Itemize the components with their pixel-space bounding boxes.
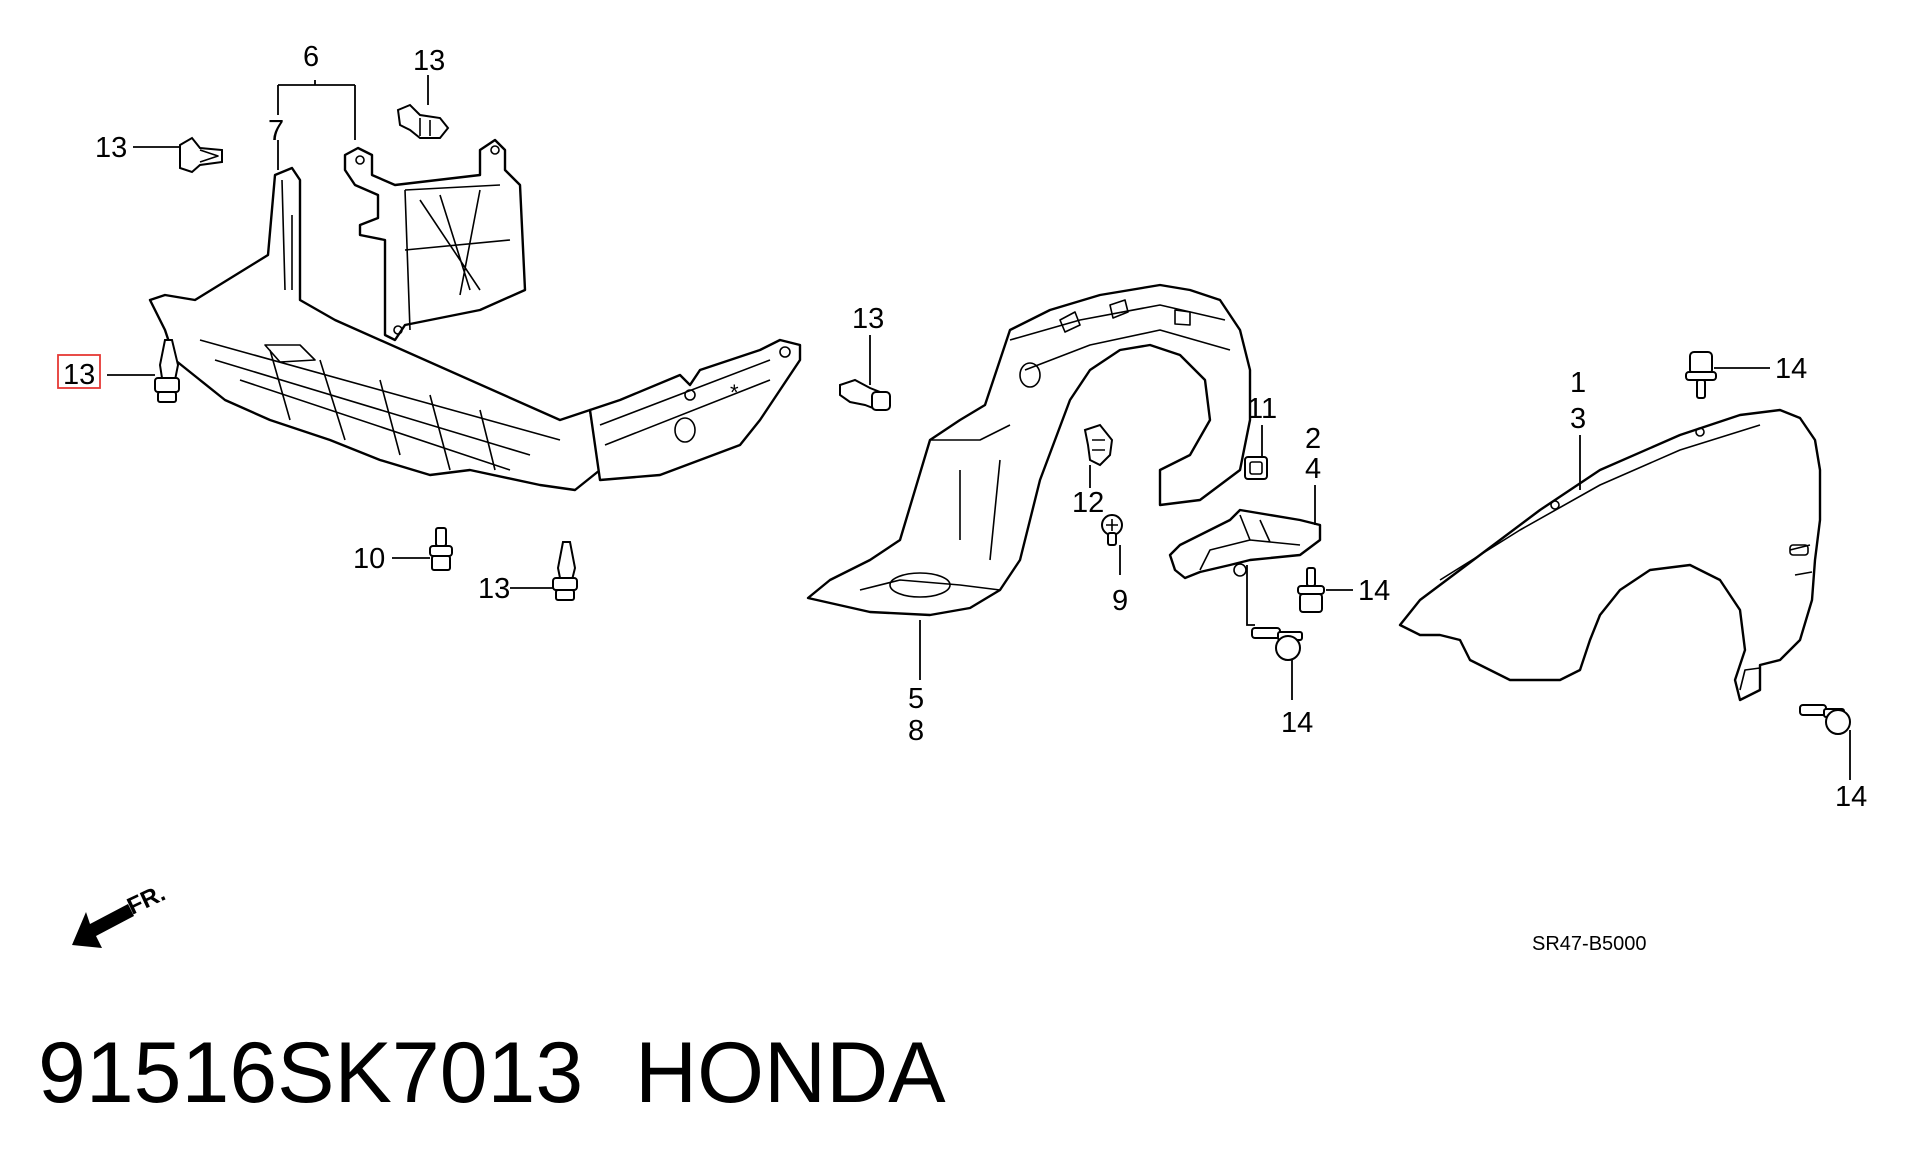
bolt-14-upper	[1685, 351, 1717, 399]
callout-labels: 6 7 13 13 13 13 10 12 9 11 2 4 14 14 14 …	[95, 41, 1867, 813]
clip-13-top	[396, 103, 450, 139]
callout-7: 7	[268, 115, 284, 147]
clip-13-bottom	[552, 541, 578, 601]
callout-13-bottom: 13	[478, 573, 510, 605]
clip-13-left	[154, 339, 180, 403]
hardware	[154, 103, 1851, 735]
callout-12: 12	[1072, 487, 1104, 519]
callout-13-top: 13	[413, 45, 445, 77]
callout-14-lower: 14	[1281, 707, 1313, 739]
highlight-box	[57, 354, 101, 389]
splash-shield-assembly: *	[148, 166, 802, 492]
front-arrow-icon	[72, 904, 134, 948]
callout-1: 1	[1570, 367, 1586, 399]
callout-14-middle: 14	[1358, 575, 1390, 607]
callout-13-upper-left: 13	[95, 132, 127, 164]
clip-12	[1083, 423, 1114, 467]
callout-5: 5	[908, 683, 924, 715]
highlighted-callout-label: 13	[63, 359, 95, 391]
fender-bracket	[1168, 508, 1322, 580]
callout-13-middle: 13	[852, 303, 884, 335]
svg-text:*: *	[730, 380, 739, 405]
callout-11: 11	[1247, 393, 1277, 425]
highlighted-callout[interactable]: 13	[57, 354, 101, 391]
bolt-10	[429, 527, 453, 571]
upper-splash-shield	[343, 138, 527, 342]
clip-13-middle	[839, 378, 891, 412]
leader-lines	[107, 75, 1851, 780]
front-direction-indicator: FR.	[72, 880, 170, 948]
bolt-14-middle	[1297, 567, 1325, 613]
callout-10: 10	[353, 543, 385, 575]
part-number: 91516SK7013	[38, 1025, 583, 1121]
callout-14-upper: 14	[1775, 353, 1807, 385]
callout-14-right: 14	[1835, 781, 1867, 813]
callout-3: 3	[1570, 403, 1586, 435]
bolt-14-lower	[1251, 627, 1303, 661]
callout-9: 9	[1112, 585, 1128, 617]
callout-8: 8	[908, 715, 924, 747]
screw-9	[1101, 514, 1123, 546]
front-fender	[1398, 408, 1822, 702]
callout-2: 2	[1305, 423, 1321, 455]
callout-6: 6	[303, 41, 319, 73]
clip-13-upper-left	[179, 136, 223, 174]
inner-fender	[806, 283, 1252, 617]
brand-name: HONDA	[635, 1025, 946, 1121]
nut-11	[1244, 456, 1268, 480]
drawing-code: SR47-B5000	[1532, 933, 1647, 955]
callout-4: 4	[1305, 453, 1321, 485]
bolt-14-right	[1799, 704, 1851, 735]
